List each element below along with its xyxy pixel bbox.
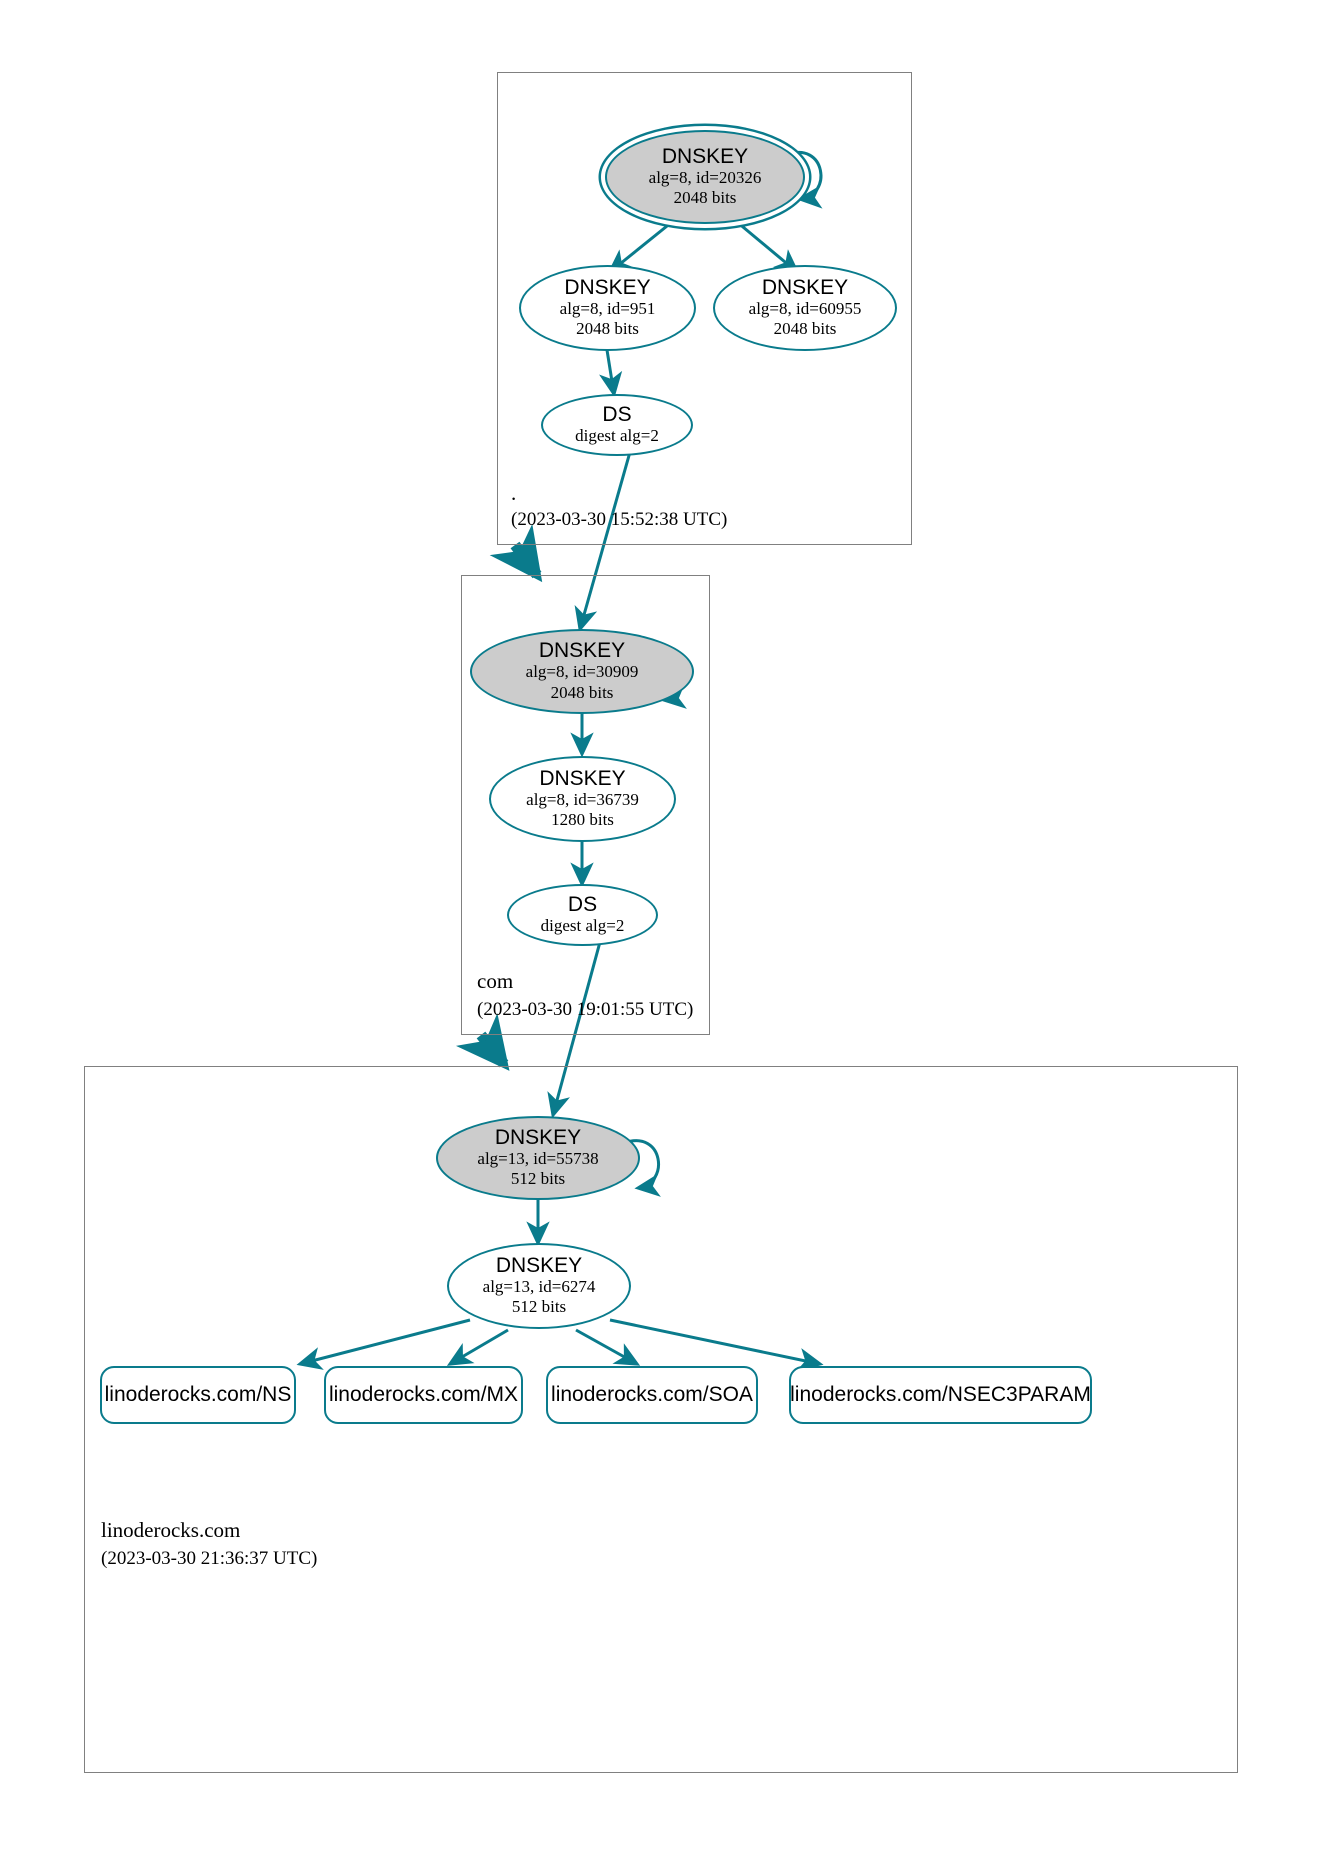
- zone-label-linoderocks: linoderocks.com: [101, 1518, 241, 1542]
- zone-box-linoderocks: [84, 1066, 1238, 1773]
- edge-delegation-com-to-linoderocks: [455, 1013, 510, 1071]
- node-root-zsk-951-line2: 2048 bits: [576, 319, 639, 339]
- node-com-ds-line1: digest alg=2: [540, 916, 625, 935]
- node-com-ksk-line2: 2048 bits: [550, 682, 614, 702]
- node-com-zsk-line2: 1280 bits: [551, 810, 614, 830]
- node-com-zsk[interactable]: DNSKEY alg=8, id=36739 1280 bits: [489, 756, 676, 842]
- node-com-ksk-line1: alg=8, id=30909: [525, 662, 639, 682]
- node-linoderocks-zsk-line1: alg=13, id=6274: [482, 1276, 596, 1296]
- node-root-ksk-line2: 2048 bits: [673, 188, 737, 208]
- zone-timestamp-linoderocks: (2023-03-30 21:36:37 UTC): [101, 1548, 318, 1569]
- node-com-ds-title: DS: [567, 892, 598, 916]
- node-com-ksk-title: DNSKEY: [538, 639, 626, 663]
- zone-box-com: [461, 575, 710, 1035]
- node-root-ksk-title: DNSKEY: [661, 144, 749, 168]
- rrset-linoderocks-nsec3param-label: linoderocks.com/NSEC3PARAM: [790, 1383, 1091, 1406]
- rrset-linoderocks-mx-label: linoderocks.com/MX: [328, 1383, 519, 1406]
- node-linoderocks-ksk-line2: 512 bits: [510, 1169, 566, 1189]
- node-linoderocks-zsk[interactable]: DNSKEY alg=13, id=6274 512 bits: [447, 1243, 631, 1329]
- node-root-ds[interactable]: DS digest alg=2: [541, 394, 693, 456]
- node-com-ds[interactable]: DS digest alg=2: [507, 884, 658, 946]
- node-linoderocks-ksk[interactable]: DNSKEY alg=13, id=55738 512 bits: [436, 1116, 640, 1200]
- node-root-ds-title: DS: [602, 402, 632, 426]
- node-root-zsk-951-title: DNSKEY: [564, 275, 651, 299]
- rrset-linoderocks-ns[interactable]: linoderocks.com/NS: [100, 1366, 296, 1424]
- node-root-zsk-951-line1: alg=8, id=951: [559, 298, 656, 318]
- rrset-linoderocks-soa-label: linoderocks.com/SOA: [551, 1383, 753, 1406]
- rrset-linoderocks-soa[interactable]: linoderocks.com/SOA: [546, 1366, 758, 1424]
- node-root-ds-line1: digest alg=2: [575, 426, 659, 445]
- rrset-linoderocks-ns-label: linoderocks.com/NS: [104, 1383, 292, 1406]
- node-root-zsk-60955-line1: alg=8, id=60955: [748, 298, 862, 318]
- node-linoderocks-zsk-title: DNSKEY: [495, 1253, 583, 1277]
- node-root-zsk-60955[interactable]: DNSKEY alg=8, id=60955 2048 bits: [713, 265, 897, 351]
- zone-timestamp-com: (2023-03-30 19:01:55 UTC): [477, 999, 694, 1020]
- rrset-linoderocks-mx[interactable]: linoderocks.com/MX: [324, 1366, 523, 1424]
- node-linoderocks-zsk-line2: 512 bits: [511, 1297, 567, 1317]
- node-linoderocks-ksk-title: DNSKEY: [494, 1125, 582, 1149]
- edge-delegation-root-to-com: [489, 523, 543, 583]
- node-root-ksk[interactable]: DNSKEY alg=8, id=20326 2048 bits: [605, 130, 805, 224]
- node-com-zsk-title: DNSKEY: [539, 766, 626, 790]
- node-root-zsk-951[interactable]: DNSKEY alg=8, id=951 2048 bits: [519, 265, 696, 351]
- node-com-ksk[interactable]: DNSKEY alg=8, id=30909 2048 bits: [470, 629, 694, 714]
- zone-timestamp-root: (2023-03-30 15:52:38 UTC): [511, 509, 728, 530]
- node-com-zsk-line1: alg=8, id=36739: [526, 789, 639, 809]
- zone-label-com: com: [477, 969, 514, 993]
- node-linoderocks-ksk-line1: alg=13, id=55738: [477, 1148, 599, 1168]
- node-root-zsk-60955-line2: 2048 bits: [773, 319, 837, 339]
- zone-label-root: .: [511, 481, 517, 505]
- node-root-zsk-60955-title: DNSKEY: [761, 275, 849, 299]
- rrset-linoderocks-nsec3param[interactable]: linoderocks.com/NSEC3PARAM: [789, 1366, 1092, 1424]
- node-root-ksk-line1: alg=8, id=20326: [648, 167, 762, 187]
- zone-box-root: [497, 72, 912, 545]
